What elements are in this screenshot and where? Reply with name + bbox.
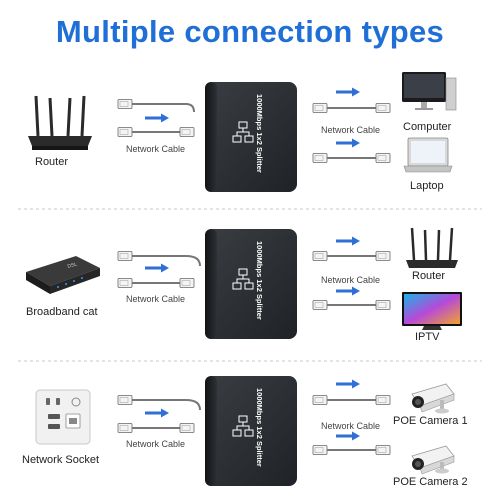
tv-icon: [402, 292, 462, 330]
splitter-icon: 1000Mbps 1x2 Splitter: [205, 82, 297, 192]
cable-label: Network Cable: [126, 439, 186, 449]
ethernet-cable-icon: [117, 395, 201, 433]
cable-label: Network Cable: [321, 275, 381, 285]
splitter-icon: 1000Mbps 1x2 Splitter: [205, 376, 297, 486]
ethernet-cable-icon: [312, 378, 391, 455]
cable-label: Network Cable: [321, 125, 381, 135]
source-label-broadband: Broadband cat: [26, 306, 98, 318]
router-icon: [406, 227, 458, 268]
output-label-poe-camera-1: POE Camera 1: [393, 415, 468, 427]
ethernet-cable-icon: [117, 99, 195, 137]
output-label-poe-camera-2: POE Camera 2: [393, 476, 468, 488]
svg-text:DSL: DSL: [67, 261, 78, 270]
camera-icon: [411, 445, 455, 475]
wall-socket-icon: [35, 389, 91, 445]
cable-label: Network Cable: [126, 294, 186, 304]
cable-label: Network Cable: [321, 421, 381, 431]
output-label-router: Router: [412, 270, 446, 282]
svg-text:1000Mbps 1x2 Splitter: 1000Mbps 1x2 Splitter: [255, 388, 264, 467]
output-label-computer: Computer: [403, 121, 452, 133]
svg-text:1000Mbps 1x2 Splitter: 1000Mbps 1x2 Splitter: [255, 241, 264, 320]
computer-icon: [402, 72, 457, 111]
laptop-icon: [403, 137, 453, 173]
splitter-icon: 1000Mbps 1x2 Splitter: [205, 229, 297, 339]
output-label-iptv: IPTV: [415, 331, 440, 343]
page-title: Multiple connection types: [55, 14, 445, 49]
svg-text:1000Mbps 1x2 Splitter: 1000Mbps 1x2 Splitter: [255, 94, 264, 173]
output-label-laptop: Laptop: [410, 180, 444, 192]
camera-icon: [411, 383, 455, 414]
ethernet-cable-icon: [312, 235, 391, 310]
source-label-network-socket: Network Socket: [22, 454, 100, 466]
router-icon: [28, 95, 92, 150]
ethernet-cable-icon: [117, 251, 201, 288]
cable-label: Network Cable: [126, 144, 186, 154]
source-label-router: Router: [35, 156, 69, 168]
modem-icon: DSL: [26, 256, 100, 294]
ethernet-cable-icon: [312, 86, 391, 163]
